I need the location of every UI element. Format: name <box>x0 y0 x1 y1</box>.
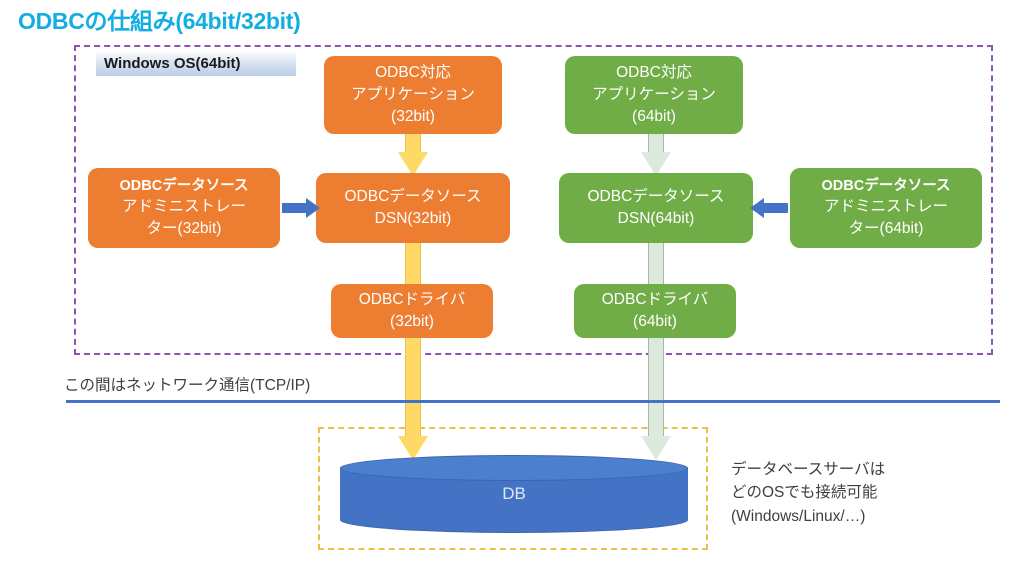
arrow-shaft <box>648 243 664 436</box>
arrow-shaft <box>405 243 421 436</box>
node-line-1: ODBC対応 <box>616 64 692 81</box>
node-line-3: (32bit) <box>391 108 435 125</box>
node-line-2: (64bit) <box>633 313 677 330</box>
database-note-line-3: (Windows/Linux/…) <box>731 507 866 525</box>
node-line-2: アプリケーション <box>351 86 475 103</box>
cylinder-top <box>340 455 688 481</box>
arrow-app64-to-dsn64 <box>641 134 671 176</box>
node-line-2: (32bit) <box>390 313 434 330</box>
node-odbc-driver-64bit[interactable]: ODBCドライバ (64bit) <box>574 284 736 338</box>
arrow-shaft <box>405 134 421 152</box>
node-line-2: DSN(32bit) <box>374 210 452 227</box>
database-note: データベースサーバは どのOSでも接続可能 (Windows/Linux/…) <box>731 458 885 528</box>
database-cylinder[interactable]: DB <box>340 455 688 533</box>
node-line-1: ODBCデータソース <box>587 188 725 205</box>
node-line-2: アプリケーション <box>592 86 716 103</box>
node-line-1: ODBC対応 <box>375 64 451 81</box>
node-odbc-driver-32bit[interactable]: ODBCドライバ (32bit) <box>331 284 493 338</box>
network-caption: この間はネットワーク通信(TCP/IP) <box>64 377 311 394</box>
arrow-head <box>641 152 671 176</box>
node-odbc-data-source-administrator-32bit[interactable]: ODBCデータソース アドミニストレー ター(32bit) <box>88 168 280 248</box>
database-server-container <box>318 427 708 550</box>
node-line-3: ター(32bit) <box>146 220 222 238</box>
database-note-line-2: どのOSでも接続可能 <box>731 484 878 502</box>
node-odbc-application-64bit[interactable]: ODBC対応 アプリケーション (64bit) <box>565 56 743 134</box>
windows-os-container <box>74 45 993 355</box>
node-line-1: ODBCデータソース <box>344 188 482 205</box>
node-line-1: ODBCドライバ <box>601 291 709 308</box>
windows-os-label: Windows OS(64bit) <box>96 50 296 76</box>
arrow-head <box>398 152 428 176</box>
node-line-3: ター(64bit) <box>848 220 924 238</box>
page-title: ODBCの仕組み(64bit/32bit) <box>18 8 301 34</box>
node-odbc-data-source-administrator-64bit[interactable]: ODBCデータソース アドミニストレー ター(64bit) <box>790 168 982 248</box>
arrow-admin64-to-dsn64 <box>750 198 788 218</box>
arrow-app32-to-dsn32 <box>398 134 428 176</box>
database-label: DB <box>502 484 526 503</box>
node-line-3: (64bit) <box>632 108 676 125</box>
database-note-line-1: データベースサーバは <box>731 461 886 478</box>
node-odbc-application-32bit[interactable]: ODBC対応 アプリケーション (32bit) <box>324 56 502 134</box>
node-line-2: アドミニストレー <box>121 198 246 216</box>
arrow-head <box>641 436 671 460</box>
arrow-shaft <box>648 134 664 152</box>
node-line-1: ODBCデータソース <box>821 177 951 194</box>
arrow-dsn64-to-database <box>641 243 671 460</box>
arrow-dsn32-to-database <box>398 243 428 460</box>
node-odbc-data-source-dsn-32bit[interactable]: ODBCデータソース DSN(32bit) <box>316 173 510 243</box>
node-odbc-data-source-dsn-64bit[interactable]: ODBCデータソース DSN(64bit) <box>559 173 753 243</box>
node-line-1: ODBCデータソース <box>119 177 249 194</box>
node-line-2: DSN(64bit) <box>617 210 695 227</box>
node-line-1: ODBCドライバ <box>358 291 466 308</box>
arrow-admin32-to-dsn32 <box>282 198 320 218</box>
node-line-2: アドミニストレー <box>823 198 948 216</box>
network-divider-line <box>66 400 1000 403</box>
